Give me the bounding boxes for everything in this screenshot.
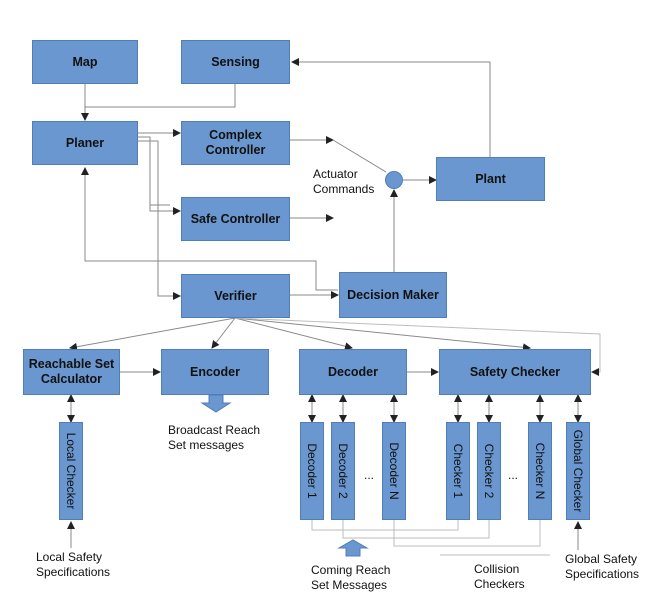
- decoder-ellipsis: ...: [364, 468, 375, 482]
- local-checker-block: Local Checker: [59, 422, 83, 520]
- checker-ellipsis: ...: [508, 468, 519, 482]
- checker-2-label: Checker 2: [482, 443, 496, 499]
- planer-block: Planer: [32, 121, 138, 165]
- decoder-2-label: Decoder 2: [336, 443, 350, 499]
- safe-controller-block: Safe Controller: [181, 197, 290, 241]
- checker-n-label: Checker N: [533, 442, 547, 500]
- decoder-block: Decoder: [299, 349, 407, 395]
- checker-n-block: Checker N: [528, 422, 552, 520]
- decoder-1-block: Decoder 1: [300, 422, 324, 520]
- actuator-commands-label: Actuator Commands: [313, 167, 375, 196]
- decoder-n-label: Decoder N: [387, 442, 401, 500]
- decoder-1-label: Decoder 1: [305, 443, 319, 499]
- broadcast-reach-label: Broadcast Reach Set messages: [168, 423, 261, 452]
- global-safety-specs-label: Global Safety Specifications: [565, 552, 640, 581]
- broadcast-arrow-icon: [200, 394, 232, 413]
- complex-controller-block: Complex Controller: [181, 121, 290, 165]
- safety-checker-block: Safety Checker: [439, 349, 591, 395]
- local-safety-specs-label: Local Safety Specifications: [36, 550, 111, 579]
- map-block: Map: [32, 40, 138, 84]
- coming-reach-label: Coming Reach Set Messages: [311, 563, 391, 592]
- checker-1-block: Checker 1: [446, 422, 470, 520]
- local-checker-label: Local Checker: [64, 432, 78, 510]
- global-checker-block: Global Checker: [566, 422, 590, 520]
- decision-maker-block: Decision Maker: [339, 272, 447, 318]
- global-checker-label: Global Checker: [571, 429, 585, 513]
- verifier-block: Verifier: [181, 274, 290, 318]
- checker-2-block: Checker 2: [477, 422, 501, 520]
- decoder-2-block: Decoder 2: [331, 422, 355, 520]
- coming-arrow-icon: [337, 539, 369, 557]
- checker-1-label: Checker 1: [451, 443, 465, 499]
- summing-node: [385, 171, 403, 189]
- collision-checkers-label: Collision Checkers: [474, 562, 525, 591]
- encoder-block: Encoder: [161, 349, 269, 395]
- decoder-n-block: Decoder N: [382, 422, 406, 520]
- sensing-block: Sensing: [181, 40, 290, 84]
- reachable-set-calculator-block: Reachable Set Calculator: [23, 349, 120, 395]
- plant-block: Plant: [436, 157, 545, 201]
